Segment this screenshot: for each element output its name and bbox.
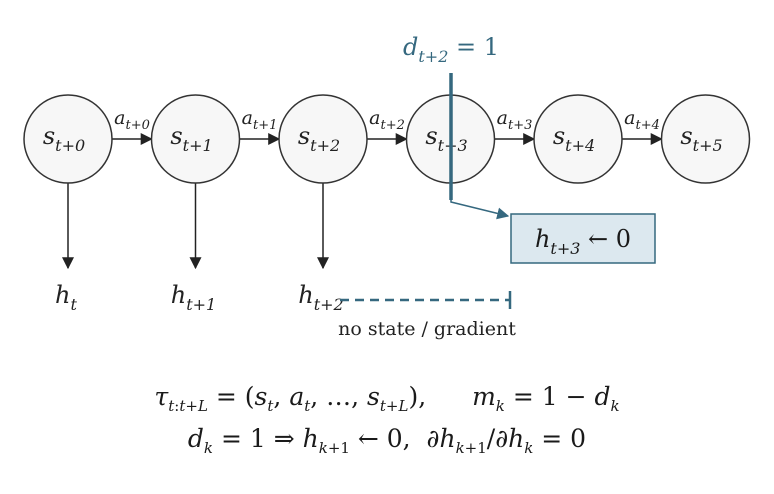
state-node-5 bbox=[660, 94, 751, 184]
formula-mask: mk = 1 − dk bbox=[472, 382, 620, 415]
action-label-4: at+4 bbox=[624, 107, 660, 133]
formula-tau: τt:t+L = (st, at, …, st+L), bbox=[154, 382, 435, 415]
action-label-0: at+0 bbox=[114, 107, 150, 133]
action-label-2: at+2 bbox=[369, 107, 405, 133]
state-node-4 bbox=[533, 94, 623, 184]
state-label-1: st+1 bbox=[170, 122, 212, 155]
hidden-label-2: ht+2 bbox=[298, 281, 343, 314]
formula-reset-rule: dk = 1 ⇒ hk+1 ← 0, ∂hk+1/∂hk = 0 bbox=[187, 424, 587, 457]
reset-arrow bbox=[450, 200, 510, 220]
state-label-2: st+2 bbox=[298, 122, 340, 155]
state-node-1 bbox=[150, 94, 241, 184]
action-label-1: at+1 bbox=[242, 107, 278, 133]
hidden-label-0: ht bbox=[55, 281, 77, 314]
formula-trajectory-mask: τt:t+L = (st, at, …, st+L), mk = 1 − dk bbox=[0, 382, 774, 415]
hidden-label-1: ht+1 bbox=[171, 281, 216, 314]
action-label-3: at+3 bbox=[497, 107, 533, 133]
state-label-4: st+4 bbox=[553, 122, 595, 155]
reset-box-label: ht+3 ← 0 bbox=[535, 225, 631, 258]
no-state-note: no state / gradient bbox=[338, 318, 516, 340]
state-label-5: st+5 bbox=[680, 122, 722, 155]
done-label: dt+2 = 1 bbox=[403, 33, 499, 66]
state-node-0 bbox=[23, 94, 113, 184]
state-label-0: st+0 bbox=[43, 122, 85, 155]
reset-box bbox=[510, 213, 656, 264]
state-node-2 bbox=[278, 94, 368, 184]
